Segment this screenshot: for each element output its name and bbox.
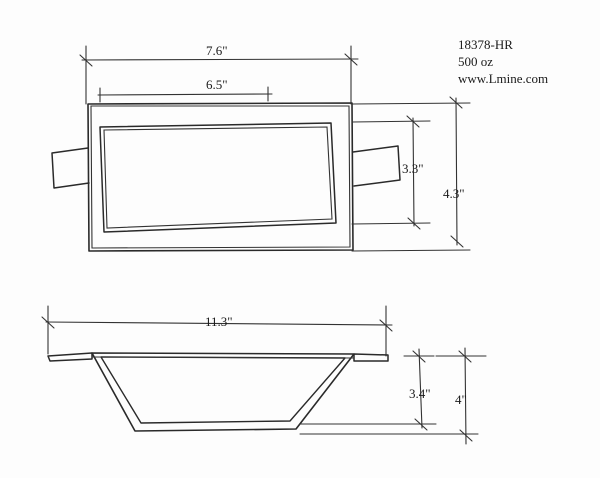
- dim-inner-width-line: [412, 117, 415, 227]
- inner-length-label: 6.5": [206, 77, 228, 92]
- title-block: 18378-HR 500 oz www.Lmine.com: [458, 36, 548, 87]
- dim-inner-depth-line: [418, 348, 423, 429]
- dim-tick: [450, 235, 464, 248]
- top-view-outer-rim-sketch: [90, 105, 351, 249]
- overall-height-label: 4": [455, 392, 467, 407]
- dim-tick: [459, 429, 473, 442]
- inner-depth-label: 3.4": [409, 386, 431, 401]
- overall-length-label: 7.6": [206, 43, 228, 58]
- dim-tick: [458, 350, 472, 363]
- left-handle: [51, 147, 90, 189]
- dim-total-length-line: [45, 321, 393, 326]
- side-view: 11.3" 3.4" 4": [41, 305, 487, 445]
- top-view-inner-basin: [99, 122, 337, 233]
- part-number: 18378-HR: [458, 37, 513, 52]
- dim-overall-height-line: [464, 347, 467, 445]
- dim-overall-width-ext-top: [351, 102, 471, 105]
- dim-inner-width-ext-bottom: [351, 222, 431, 225]
- dim-tick: [41, 316, 55, 329]
- dim-overall-width-line: [455, 97, 458, 246]
- website-text: www.Lmine.com: [458, 71, 549, 86]
- dim-tick: [449, 96, 463, 109]
- dim-tick: [79, 54, 93, 67]
- capacity-text: 500 oz: [458, 54, 494, 69]
- total-length-label: 11.3": [205, 314, 233, 329]
- dim-tick: [412, 350, 426, 363]
- dim-overall-width-ext-bottom: [351, 249, 471, 252]
- inner-width-label: 3.3": [402, 161, 424, 176]
- overall-width-label: 4.3": [443, 186, 465, 201]
- dim-overall-length-line: [81, 58, 359, 61]
- top-view-outer-rim: [87, 102, 354, 252]
- top-view-inner-basin-sketch: [103, 126, 333, 229]
- dim-tick: [379, 319, 393, 332]
- side-rim-line: [91, 356, 355, 359]
- side-left-lip: [47, 352, 93, 362]
- side-right-lip: [353, 353, 389, 362]
- right-handle: [352, 145, 401, 187]
- side-outer-profile: [91, 352, 355, 432]
- dim-inner-width-ext-top: [351, 120, 431, 123]
- dim-tick: [406, 115, 420, 128]
- dim-tick: [407, 217, 421, 230]
- dim-tick: [414, 418, 428, 431]
- dim-inner-length-line: [97, 93, 273, 96]
- top-view: 7.6" 6.5" 3.3" 4.3": [51, 43, 471, 252]
- dim-tick: [344, 53, 358, 66]
